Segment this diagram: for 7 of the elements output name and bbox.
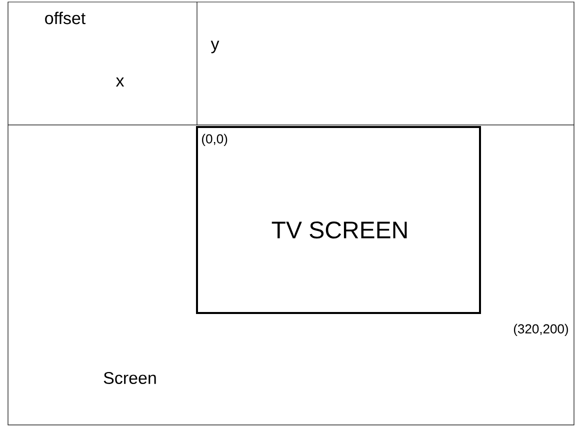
axis-label: y bbox=[210, 40, 220, 54]
coordinate-label: (0,0) bbox=[202, 134, 228, 146]
axis-label: x bbox=[116, 78, 124, 86]
tv-screen-label: TV SCREEN bbox=[272, 222, 407, 238]
screen-label: Screen bbox=[104, 372, 156, 384]
offset-label: offset bbox=[45, 12, 86, 24]
coordinate-label: (320,200) bbox=[514, 324, 568, 336]
